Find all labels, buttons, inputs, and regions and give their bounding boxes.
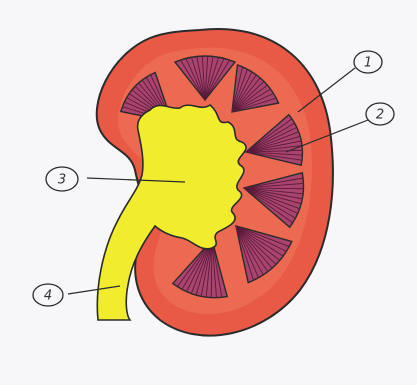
callout-2: 2 [366,103,394,125]
callout-label-1: 1 [364,56,372,71]
callout-label-4: 4 [44,289,52,304]
callout-4: 4 [33,284,63,306]
callout-1: 1 [354,51,382,73]
callout-label-2: 2 [376,108,384,123]
callout-3: 3 [46,167,78,191]
callout-label-3: 3 [58,173,66,188]
